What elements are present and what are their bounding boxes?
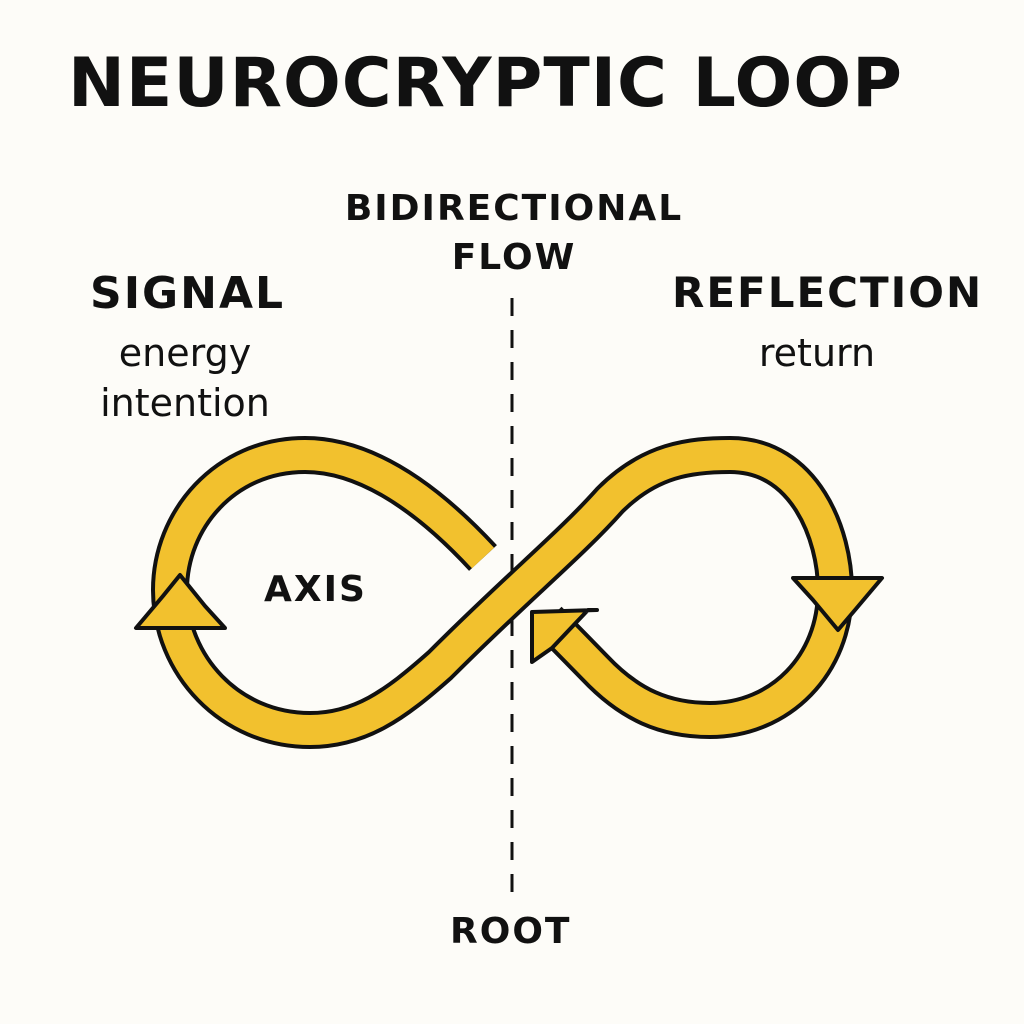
center-arrowhead-icon [530, 608, 599, 664]
signal-subtitle-energy: energy [118, 331, 252, 375]
diagram-title: NEUROCRYPTIC LOOP [68, 44, 903, 123]
infinity-loop-icon [151, 436, 854, 749]
root-label: ROOT [450, 911, 572, 952]
left-arrowhead-icon [134, 573, 227, 630]
signal-title: SIGNAL [90, 268, 286, 319]
reflection-title: REFLECTION [672, 268, 984, 317]
flow-label-line1: BIDIRECTIONAL [344, 188, 684, 229]
flow-label-line2: FLOW [451, 237, 577, 278]
reflection-subtitle-return: return [758, 331, 876, 375]
axis-label: AXIS [264, 569, 367, 610]
signal-subtitle-intention: intention [100, 381, 270, 425]
right-arrowhead-icon [791, 576, 884, 632]
